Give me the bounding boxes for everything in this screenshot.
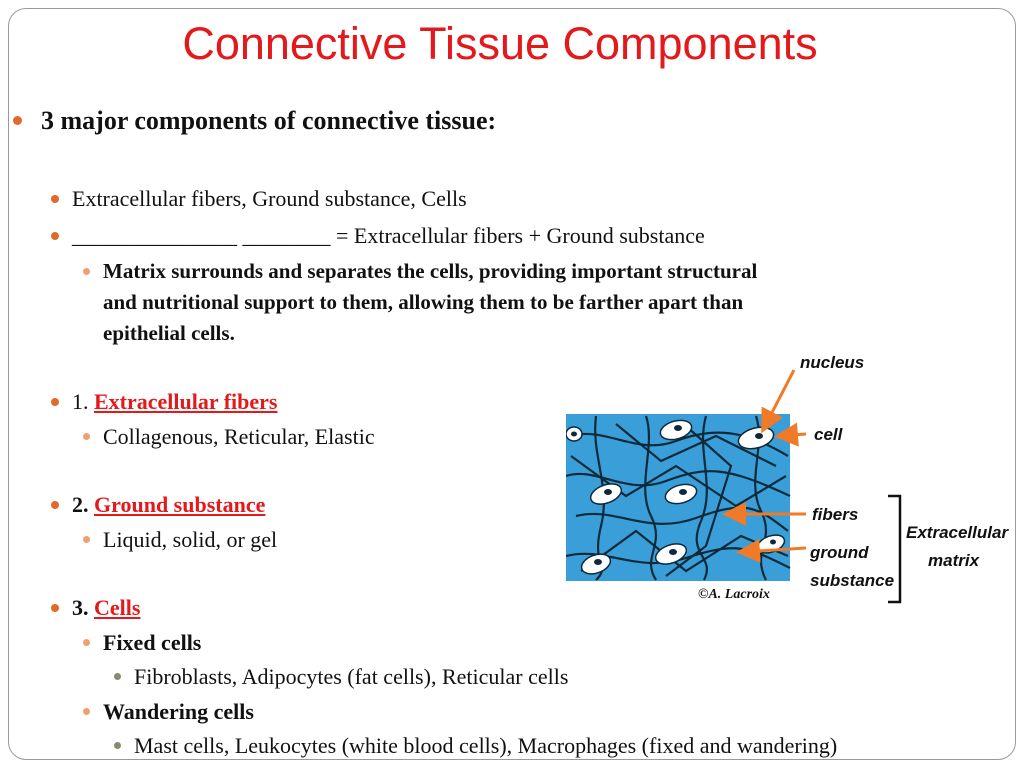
bullet-dot — [83, 433, 90, 440]
label-cell: cell — [814, 425, 844, 444]
ground-heading: 2. Ground substance — [72, 492, 265, 518]
label-ground-2: substance — [810, 571, 894, 590]
label-fibers: fibers — [812, 505, 858, 524]
bullet-dot — [13, 116, 22, 125]
blank-1: _______________ — [72, 223, 237, 248]
ground-title: Ground substance — [94, 492, 266, 517]
cells-title: Cells — [94, 595, 141, 620]
slide-title: Connective Tissue Components — [182, 18, 818, 69]
bullet-dot — [51, 604, 59, 612]
fixed-cells: Fixed cells — [103, 630, 202, 655]
label-arrows — [722, 369, 807, 563]
fibers-number: 1. — [72, 389, 89, 414]
fibers-title: Extracellular fibers — [94, 389, 278, 414]
matrix-desc-line-3: epithelial cells. — [103, 321, 235, 345]
fiber-types: Collagenous, Reticular, Elastic — [103, 424, 375, 449]
matrix-desc-line-1: Matrix surrounds and separates the cells… — [103, 259, 758, 283]
bullet-dot — [83, 708, 90, 715]
connective-tissue-diagram: nucleus cell fibers ground substance Ext… — [566, 353, 1009, 604]
bullet-dot — [51, 195, 59, 203]
cells-heading: 3. Cells — [72, 595, 140, 621]
heading-bullet: 3 major components of connective tissue: — [41, 106, 497, 135]
copyright-text: ©A. Lacroix — [698, 587, 770, 602]
bullet-dot — [83, 536, 90, 543]
bullet-dot — [51, 398, 59, 406]
bullet-dot — [83, 268, 90, 275]
bullet-dot — [114, 742, 121, 749]
bullet-dot — [51, 232, 59, 240]
bullet-dot — [114, 673, 121, 680]
label-ecm-2: matrix — [928, 551, 981, 570]
ecm-bracket — [888, 494, 902, 604]
fibers-heading: 1. Extracellular fibers — [72, 389, 278, 415]
label-ground-1: ground — [809, 543, 869, 562]
blank-2: ________ — [242, 223, 331, 248]
cells-group — [566, 419, 786, 575]
bullet-dot — [51, 501, 59, 509]
bullet-dot — [83, 639, 90, 646]
matrix-definition: _______________ ________ = Extracellular… — [72, 223, 705, 249]
wandering-cells: Wandering cells — [103, 699, 254, 724]
fixed-examples: Fibroblasts, Adipocytes (fat cells), Ret… — [134, 664, 569, 689]
slide-frame — [8, 8, 1016, 760]
cells-number: 3. — [72, 595, 89, 620]
matrix-def-text: = Extracellular fibers + Ground substanc… — [336, 223, 705, 248]
matrix-desc-line-2: and nutritional support to them, allowin… — [103, 290, 744, 314]
ground-number: 2. — [72, 492, 89, 517]
wandering-examples: Mast cells, Leukocytes (white blood cell… — [134, 733, 838, 758]
ground-states: Liquid, solid, or gel — [103, 527, 278, 552]
label-ecm-1: Extracellular — [906, 523, 1009, 542]
label-nucleus: nucleus — [800, 353, 864, 372]
components-list: Extracellular fibers, Ground substance, … — [72, 186, 467, 211]
